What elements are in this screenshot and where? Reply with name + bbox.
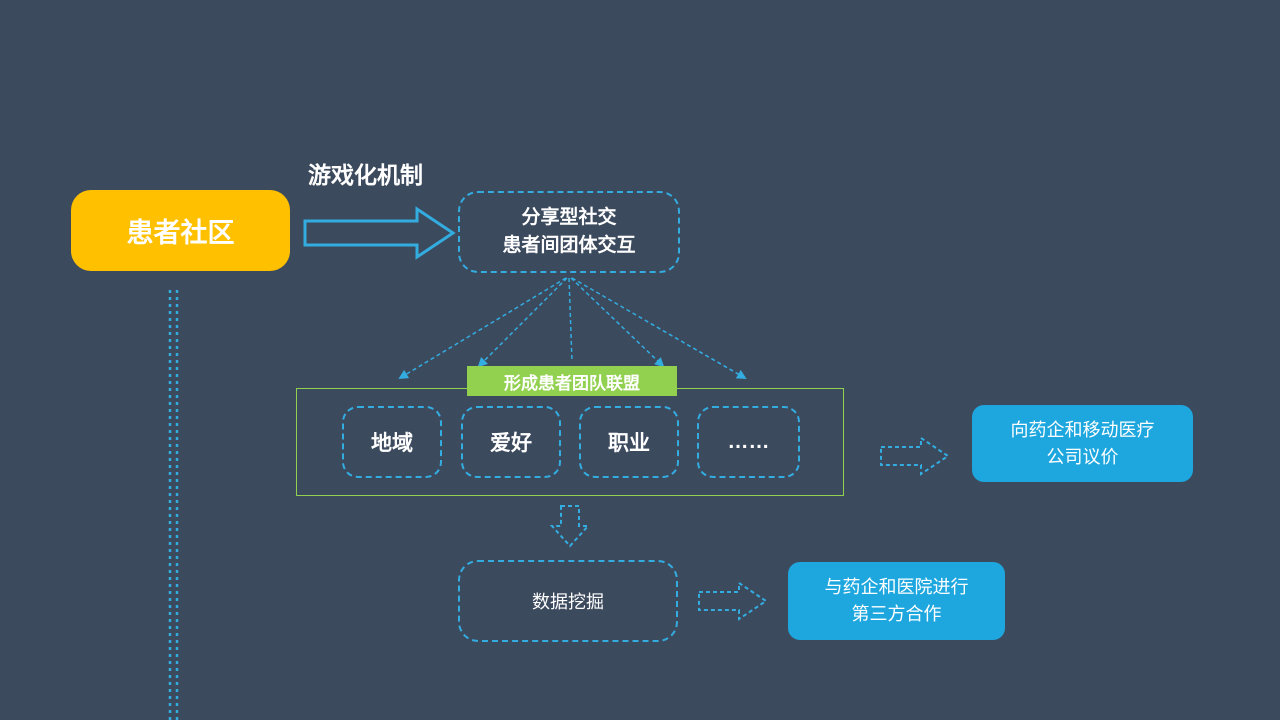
sharing-social-line2: 患者间团体交互 — [502, 235, 636, 256]
group-item-region: 地域 — [342, 406, 442, 478]
group-item-ellipsis: …… — [697, 406, 800, 478]
pricing-box: 向药企和移动医疗 公司议价 — [972, 405, 1193, 482]
dashed-arrow-right-cooperation-icon — [698, 581, 768, 621]
cooperation-line2: 第三方合作 — [851, 604, 942, 624]
sharing-social-box: 分享型社交 患者间团体交互 — [458, 191, 680, 273]
group-item-ellipsis-label: …… — [727, 430, 770, 453]
data-mining-box: 数据挖掘 — [458, 560, 678, 642]
patient-community-label: 患者社区 — [126, 218, 235, 248]
block-arrow-right-icon — [303, 206, 456, 260]
sharing-social-line1: 分享型社交 — [521, 206, 617, 228]
pricing-line1: 向药企和移动医疗 — [1010, 419, 1155, 440]
dashed-arrow-right-pricing-icon — [880, 436, 950, 476]
group-item-occupation-label: 职业 — [608, 432, 650, 455]
alliance-label: 形成患者团队联盟 — [467, 366, 677, 396]
group-item-region-label: 地域 — [371, 432, 413, 455]
data-mining-label: 数据挖掘 — [532, 592, 604, 612]
fan-connector-lines — [398, 277, 747, 380]
group-item-hobby: 爱好 — [461, 406, 561, 478]
dashed-arrow-down-icon — [549, 505, 591, 548]
group-item-occupation: 职业 — [579, 406, 679, 478]
cooperation-line1: 与药企和医院进行 — [824, 577, 969, 597]
pricing-line2: 公司议价 — [1046, 446, 1119, 467]
cooperation-box: 与药企和医院进行 第三方合作 — [788, 562, 1005, 640]
patient-community-box: 患者社区 — [71, 190, 290, 271]
group-item-hobby-label: 爱好 — [490, 432, 532, 455]
gamification-label: 游戏化机制 — [308, 162, 423, 188]
vertical-dotted-connector — [168, 290, 179, 720]
